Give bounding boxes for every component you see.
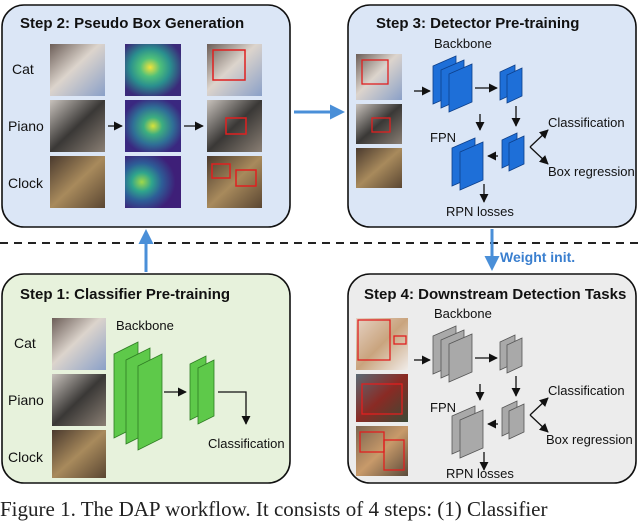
step1-title: Step 1: Classifier Pre-training <box>20 286 230 303</box>
step3-background <box>347 4 637 228</box>
step3-panel: Step 3: Detector Pre-training Backbone F… <box>347 4 637 228</box>
feature-block-icon <box>508 135 525 172</box>
step3-cls-arrow <box>529 129 549 148</box>
step4-classification-label: Classification <box>548 383 625 398</box>
cat-photo-icon <box>50 44 105 96</box>
step4-backbone-blocks <box>432 325 523 383</box>
step1-category-label-cat: Cat <box>14 335 36 351</box>
step4-fpn-label: FPN <box>430 400 456 415</box>
category-label-clock: Clock <box>8 175 44 191</box>
feature-block-icon <box>459 141 484 191</box>
heatmap-cat-icon <box>125 44 181 96</box>
input-box-piano <box>371 117 391 133</box>
weight-init-label: Weight init. <box>500 249 575 265</box>
step3-box-regression-label: Box regression <box>548 164 635 179</box>
step1-cls-arrow <box>218 391 251 425</box>
piano-photo-icon <box>50 100 105 152</box>
horse-photo-icon <box>356 426 408 476</box>
feature-block-icon <box>448 63 473 113</box>
step1-backbone-blocks <box>113 341 215 451</box>
feature-block-icon <box>459 409 484 459</box>
pseudo-box-cat <box>212 49 246 81</box>
step1-category-label-piano: Piano <box>8 392 44 408</box>
piano-input-photo-icon <box>356 104 402 144</box>
pseudo-box-clock-1 <box>211 163 231 179</box>
step2-panel: Step 2: Pseudo Box Generation Cat Piano … <box>1 4 291 228</box>
step3-fpn-label: FPN <box>430 130 456 145</box>
step4-title: Step 4: Downstream Detection Tasks <box>364 286 626 303</box>
feature-block-icon <box>137 353 163 451</box>
cat-boxed-photo-icon <box>207 44 262 96</box>
step4-background <box>347 273 637 484</box>
category-label-piano: Piano <box>8 118 44 134</box>
category-label-cat: Cat <box>12 61 34 77</box>
heatmap-clock-icon <box>125 156 181 208</box>
gt-box-horse-2 <box>383 439 405 471</box>
step1-cat-photo-icon <box>52 318 106 370</box>
figure-caption: Figure 1. The DAP workflow. It consists … <box>0 497 548 521</box>
input-box-cat <box>361 59 389 85</box>
feature-block-icon <box>508 403 525 440</box>
pseudo-box-clock-2 <box>235 169 257 187</box>
gt-box-train <box>361 383 403 415</box>
feature-block-icon <box>448 333 473 383</box>
gt-box-dog <box>357 319 391 361</box>
clock-input-photo-icon <box>356 148 402 188</box>
step4-box-regression-label: Box regression <box>546 432 633 447</box>
step3-classification-label: Classification <box>548 115 625 130</box>
step3-reg-arrow <box>529 146 549 165</box>
step1-category-label-clock: Clock <box>8 449 44 465</box>
piano-boxed-photo-icon <box>207 100 262 152</box>
step4-reg-arrow <box>529 414 549 433</box>
cat-input-photo-icon <box>356 54 402 100</box>
step4-cls-arrow <box>529 397 549 416</box>
step4-rpn-losses-label: RPN losses <box>446 466 514 481</box>
step4-panel: Step 4: Downstream Detection Tasks Backb… <box>347 273 637 484</box>
step4-backbone-label: Backbone <box>434 306 492 321</box>
step3-fpn-blocks <box>451 132 525 191</box>
step3-title: Step 3: Detector Pre-training <box>376 15 579 32</box>
step3-rpn-losses-label: RPN losses <box>446 204 514 219</box>
step1-piano-photo-icon <box>52 374 106 426</box>
step1-classification-label: Classification <box>208 436 285 451</box>
step1-backbone-label: Backbone <box>116 318 174 333</box>
feature-block-icon <box>197 359 215 425</box>
gt-box-dog-2 <box>393 335 407 345</box>
step4-fpn-blocks <box>451 400 525 459</box>
feature-block-icon <box>506 67 523 104</box>
pseudo-box-piano <box>225 117 247 135</box>
train-photo-icon <box>356 374 408 422</box>
feature-block-icon <box>506 337 523 374</box>
clock-photo-icon <box>50 156 105 208</box>
step1-panel: Step 1: Classifier Pre-training Cat Pian… <box>1 273 291 484</box>
step2-title: Step 2: Pseudo Box Generation <box>20 15 244 32</box>
step3-backbone-blocks <box>432 55 523 113</box>
step3-backbone-label: Backbone <box>434 36 492 51</box>
step1-clock-photo-icon <box>52 430 106 478</box>
heatmap-piano-icon <box>125 100 181 152</box>
